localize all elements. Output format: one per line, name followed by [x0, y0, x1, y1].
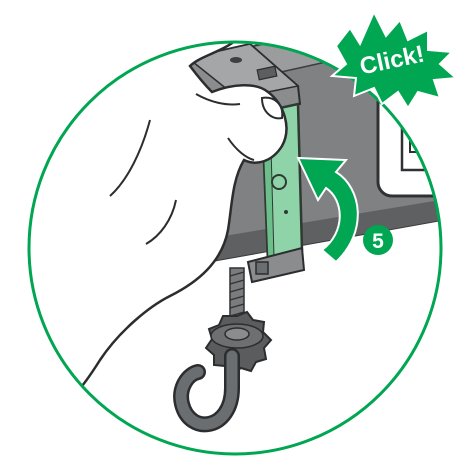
step-number-text: 5: [372, 230, 384, 253]
device-connector-panel: [378, 84, 470, 196]
step-number-badge: 5: [363, 225, 393, 255]
